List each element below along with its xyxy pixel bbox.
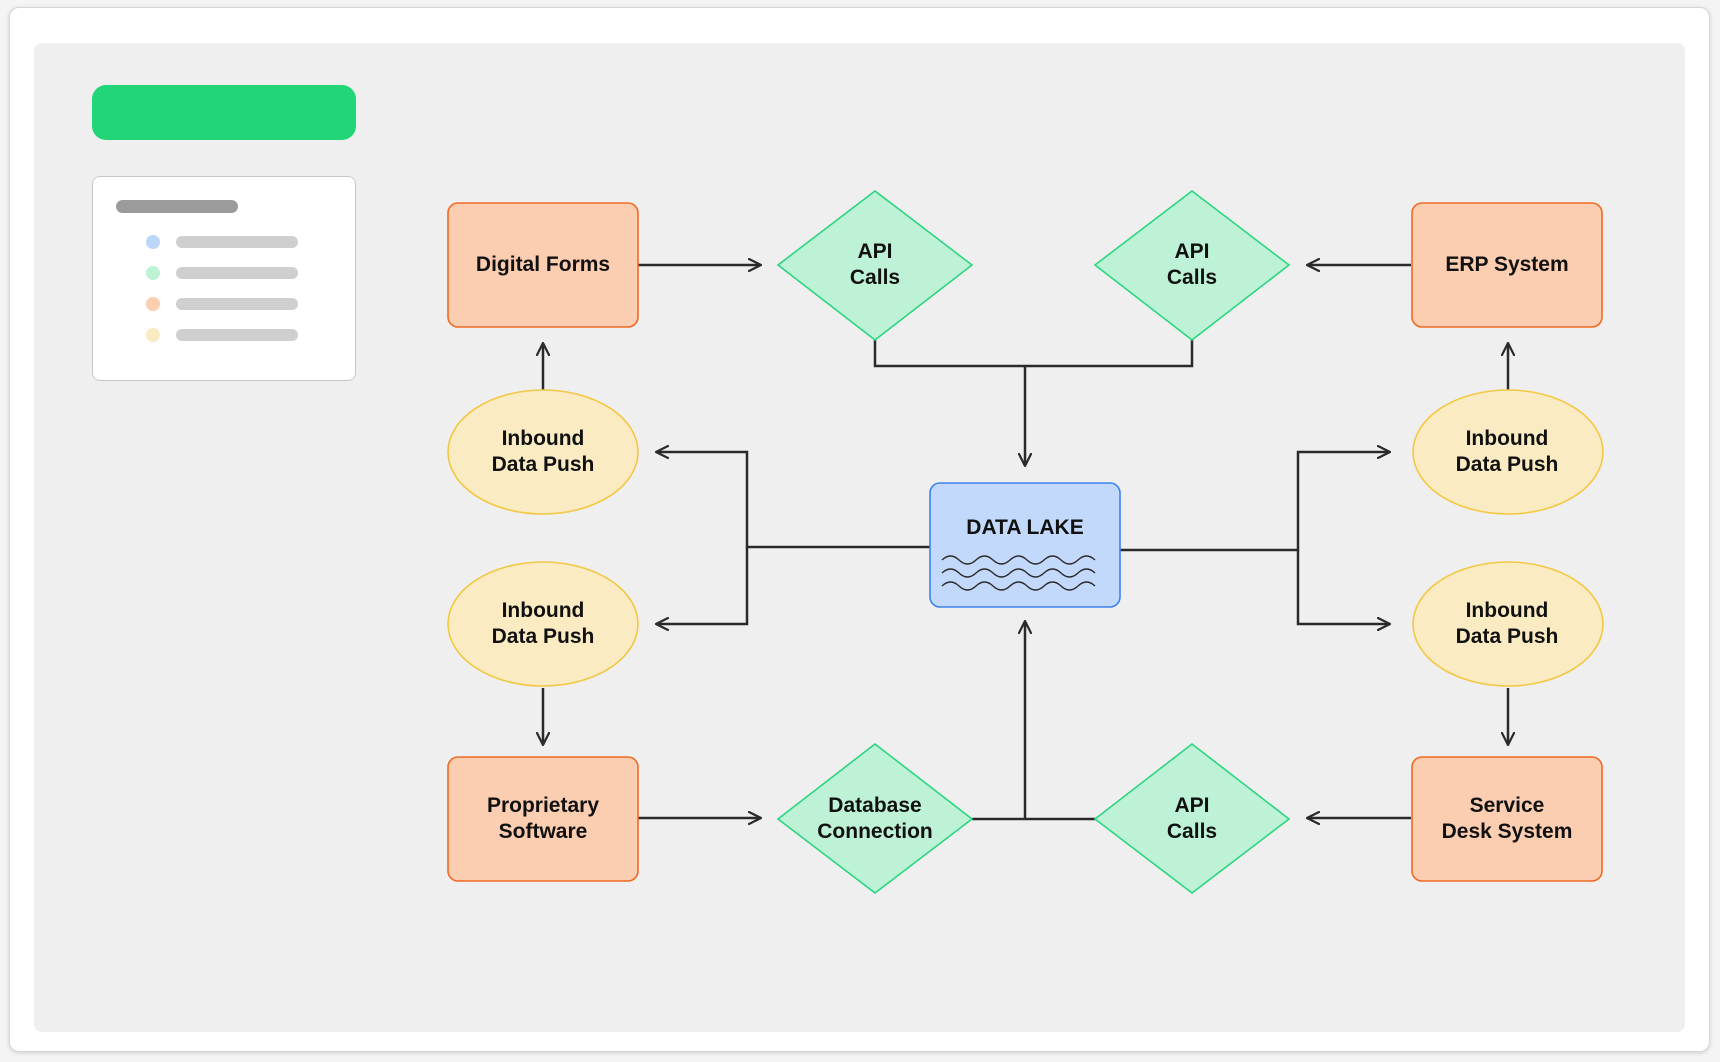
label-api-calls-top-left: API Calls — [849, 240, 901, 289]
legend-line-placeholder — [176, 236, 298, 248]
connectors — [543, 265, 1508, 819]
node-api-calls-top-right[interactable] — [1093, 189, 1291, 342]
label-push-left-top: Inbound Data Push — [491, 427, 595, 476]
node-push-left-top[interactable] — [447, 389, 639, 515]
arrow-lake-to-left-bottom-push — [656, 547, 749, 624]
arrow-lake-to-right-bottom-push — [1296, 550, 1390, 624]
legend-item-data-lake — [146, 235, 311, 249]
label-push-right-top: Inbound Data Push — [1455, 427, 1559, 476]
header-pill-button[interactable] — [92, 85, 356, 140]
legend-line-placeholder — [176, 267, 298, 279]
label-erp-system: ERP System — [1445, 253, 1569, 276]
node-proprietary-software[interactable] — [447, 756, 639, 882]
legend-dot-orange — [146, 297, 160, 311]
legend-line-placeholder — [176, 329, 298, 341]
node-service-desk[interactable] — [1411, 756, 1603, 882]
legend-title-placeholder — [116, 200, 238, 213]
node-push-right-bottom[interactable] — [1412, 561, 1604, 687]
node-push-right-top[interactable] — [1412, 389, 1604, 515]
legend-dot-green — [146, 266, 160, 280]
node-api-calls-top-left[interactable] — [776, 189, 974, 342]
label-api-calls-bottom: API Calls — [1166, 794, 1218, 843]
label-push-left-bottom: Inbound Data Push — [491, 599, 595, 648]
water-waves-icon — [941, 555, 1096, 591]
legend-dot-yellow — [146, 328, 160, 342]
label-database-connection: Database Connection — [817, 794, 933, 843]
node-erp-system[interactable] — [1411, 202, 1603, 328]
label-data-lake: DATA LAKE — [966, 516, 1084, 539]
node-push-left-bottom[interactable] — [447, 561, 639, 687]
legend-line-placeholder — [176, 298, 298, 310]
label-digital-forms: Digital Forms — [475, 253, 611, 276]
label-proprietary-software: Proprietary Software — [486, 794, 600, 843]
legend-dot-blue — [146, 235, 160, 249]
legend-panel — [92, 176, 356, 381]
label-service-desk: Service Desk System — [1441, 794, 1573, 843]
arrow-lake-to-right-top-push — [1120, 452, 1390, 552]
node-digital-forms[interactable] — [447, 202, 639, 328]
legend-item-methods — [146, 266, 311, 280]
arrow-lake-to-left-top-push — [656, 452, 930, 549]
node-api-calls-bottom[interactable] — [1093, 742, 1291, 895]
legend-item-systems — [146, 297, 311, 311]
label-push-right-bottom: Inbound Data Push — [1455, 599, 1559, 648]
legend-item-push — [146, 328, 311, 342]
connector-api-merge — [873, 340, 1194, 368]
node-database-connection[interactable] — [776, 742, 974, 895]
label-api-calls-top-right: API Calls — [1166, 240, 1218, 289]
